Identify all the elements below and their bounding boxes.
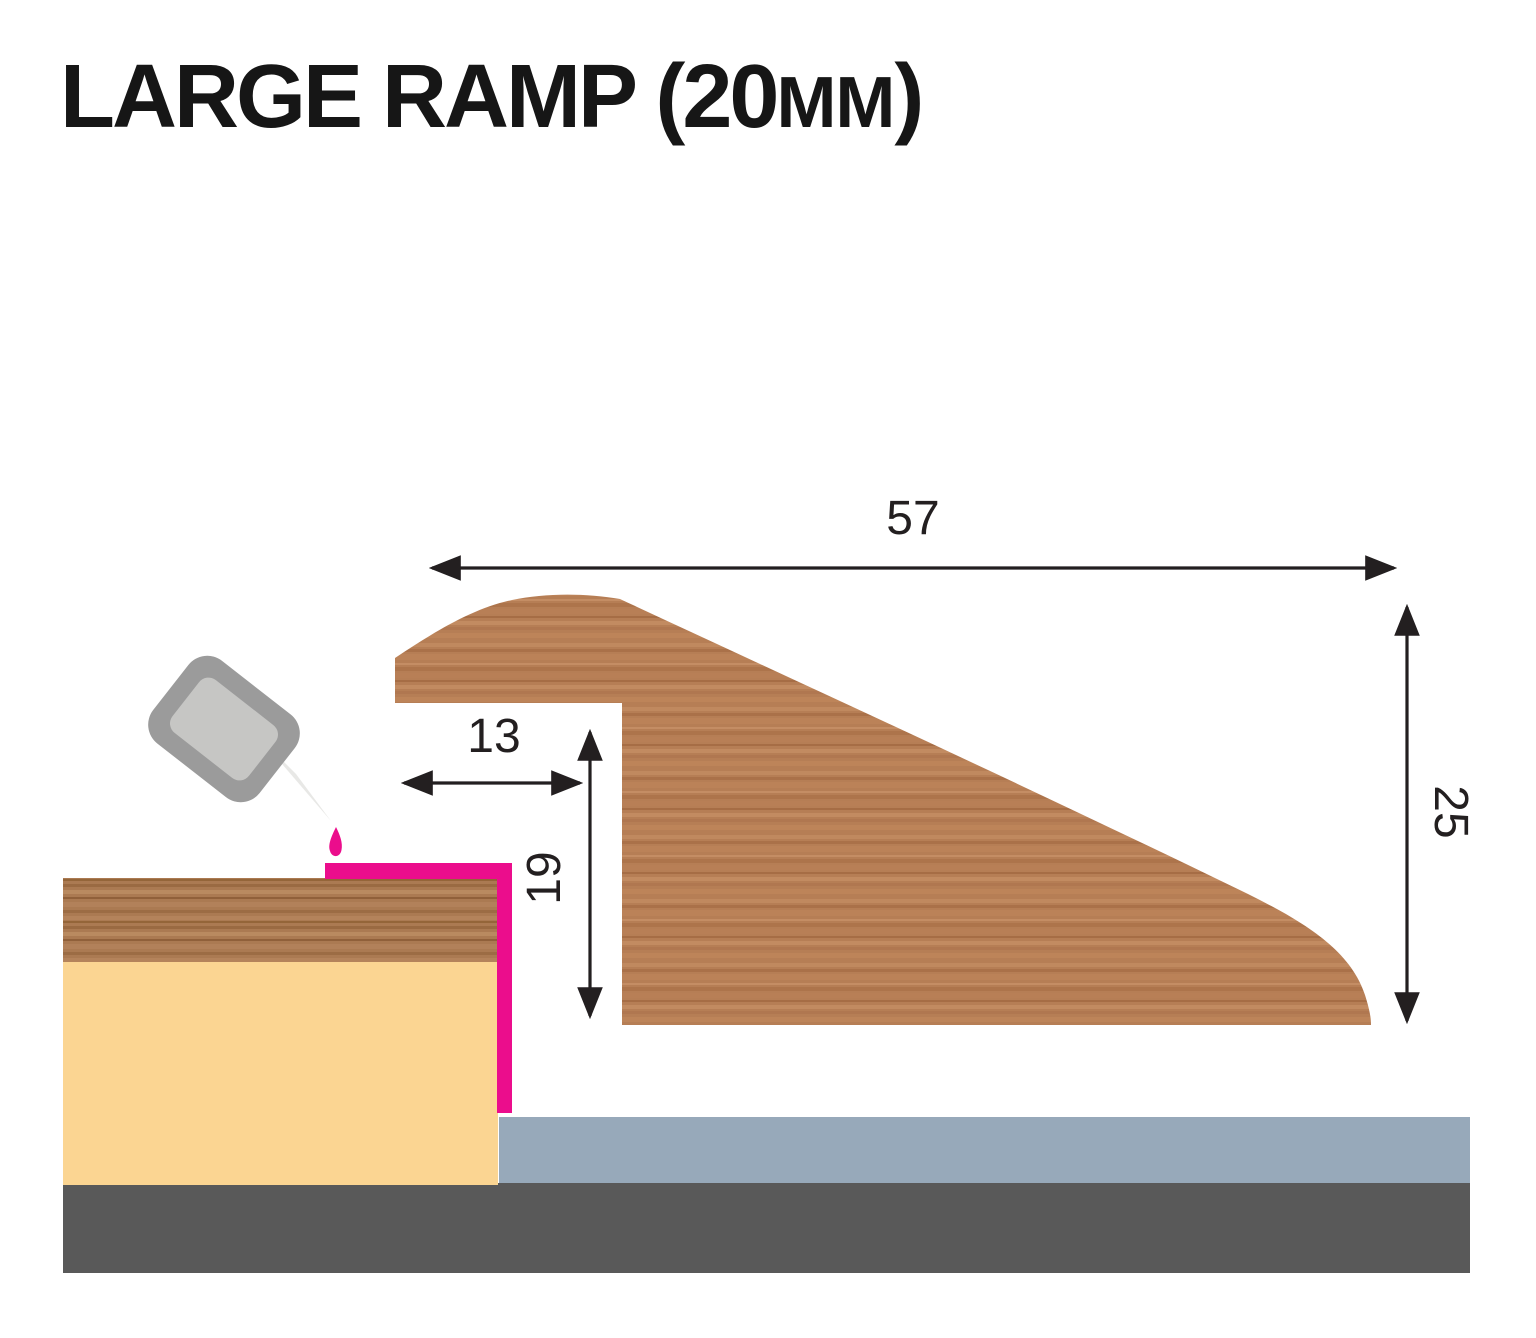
subfloor-layer xyxy=(63,1183,1470,1273)
title-main: LARGE RAMP (20 xyxy=(60,47,779,147)
dim-label-top-width: 57 xyxy=(886,492,940,545)
floor-plank-layer xyxy=(63,878,498,962)
glue-drop-icon xyxy=(329,827,342,857)
dim-label-recess-height: 19 xyxy=(518,851,571,905)
dim-label-overall-height: 25 xyxy=(1424,785,1477,839)
glue-bottle-icon xyxy=(148,655,300,803)
title-unit: MM xyxy=(776,63,895,143)
ramp-profile xyxy=(395,594,1371,1025)
page-title: LARGE RAMP (20MM) xyxy=(60,46,924,149)
floor-core-layer xyxy=(63,962,498,1185)
underlay-layer xyxy=(499,1117,1470,1183)
title-close: ) xyxy=(894,47,924,147)
glue-bottle-label xyxy=(170,677,278,781)
dim-label-nose-depth: 13 xyxy=(467,710,521,763)
